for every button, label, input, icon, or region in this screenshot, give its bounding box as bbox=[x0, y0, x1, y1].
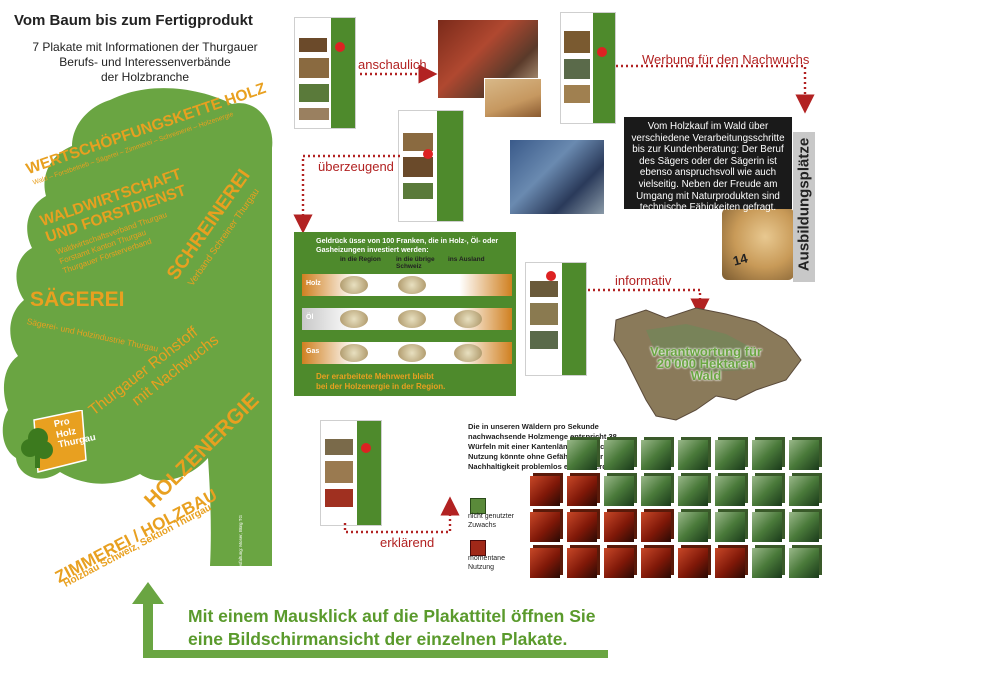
cube-red bbox=[567, 512, 597, 542]
label-anschaulich: anschaulich bbox=[358, 57, 427, 72]
cube-green bbox=[604, 476, 634, 506]
cube-red bbox=[530, 476, 560, 506]
cube-green bbox=[752, 548, 782, 578]
geld-col-region: in die Region bbox=[340, 256, 381, 263]
wood-tool-photo bbox=[484, 78, 542, 118]
bottom-instruction: Mit einem Mausklick auf die Plakattitel … bbox=[188, 606, 596, 649]
geld-panel-footer: Der erarbeitete Mehrwert bleibt bei der … bbox=[316, 372, 446, 391]
coin-pile bbox=[454, 344, 482, 362]
legend-green-cube bbox=[470, 498, 486, 514]
cube-grid bbox=[530, 440, 830, 590]
coin-pile bbox=[340, 344, 368, 362]
coin-pile bbox=[340, 276, 368, 294]
cube-red bbox=[641, 548, 671, 578]
coin-pile bbox=[398, 344, 426, 362]
cube-green bbox=[678, 476, 708, 506]
legend-red-text: momentane Nutzung bbox=[468, 555, 505, 571]
page-subtitle: 7 Plakate mit Informationen der Thurgaue… bbox=[32, 40, 258, 84]
poster-thumb-4[interactable] bbox=[525, 262, 587, 376]
tree-title-saegerei[interactable]: SÄGEREI bbox=[30, 288, 125, 311]
cubes-info-text: Die in unseren Wäldern pro Sekunde nachw… bbox=[468, 422, 627, 471]
cube-red bbox=[567, 476, 597, 506]
cube-red bbox=[604, 512, 634, 542]
cube-green bbox=[752, 476, 782, 506]
cube-green bbox=[789, 476, 819, 506]
ausbildung-label-box: Ausbildungsplätze bbox=[793, 132, 815, 282]
coin-pile bbox=[398, 276, 426, 294]
cube-red bbox=[715, 548, 745, 578]
legend-red-cube bbox=[470, 540, 486, 556]
thurgau-map bbox=[613, 307, 802, 421]
label-informativ: informativ bbox=[615, 273, 672, 288]
pro-holz-thurgau-logo: Pro Holz Thurgau bbox=[16, 410, 97, 474]
cube-green bbox=[678, 512, 708, 542]
legend-green-text: nicht genutzter Zuwachs bbox=[468, 513, 514, 529]
coin-pile bbox=[340, 310, 368, 328]
cube-green bbox=[715, 476, 745, 506]
coin-pile bbox=[454, 310, 482, 328]
cube-green bbox=[641, 440, 671, 470]
map-text: Verantwortung für 20'000 Hektaren Wald bbox=[650, 344, 762, 383]
label-werbung: Werbung für den Nachwuchs bbox=[642, 52, 810, 67]
cube-green bbox=[715, 512, 745, 542]
page-title: Vom Baum bis zum Fertigprodukt bbox=[14, 12, 253, 29]
geld-panel: Geldrück üsse von 100 Franken, die in Ho… bbox=[294, 232, 516, 396]
cube-green bbox=[604, 440, 634, 470]
cube-green bbox=[789, 512, 819, 542]
cube-green bbox=[752, 512, 782, 542]
geld-panel-header: Geldrück üsse von 100 Franken, die in Ho… bbox=[316, 236, 499, 254]
cube-red bbox=[604, 548, 634, 578]
poster-thumb-3[interactable] bbox=[398, 110, 464, 222]
label-ueberzeugend: überzeugend bbox=[318, 159, 394, 174]
poster-thumb-2[interactable] bbox=[560, 12, 616, 124]
cube-green bbox=[715, 440, 745, 470]
cube-green bbox=[752, 440, 782, 470]
cube-green bbox=[789, 440, 819, 470]
label-erklaerend: erklärend bbox=[380, 535, 435, 550]
cube-green bbox=[789, 548, 819, 578]
bottom-arrow bbox=[132, 582, 608, 658]
coin-pile bbox=[398, 310, 426, 328]
cube-red bbox=[530, 548, 560, 578]
cube-red bbox=[530, 512, 560, 542]
cube-green bbox=[678, 440, 708, 470]
logo-tree-icon bbox=[21, 410, 87, 473]
poster-thumb-1[interactable] bbox=[294, 17, 356, 129]
cube-red bbox=[641, 512, 671, 542]
cube-red bbox=[678, 548, 708, 578]
geld-col-ausland: ins Ausland bbox=[448, 256, 485, 263]
info-box-saeger: Vom Holzkauf im Wald über verschiedene V… bbox=[624, 117, 792, 213]
worker-photo bbox=[510, 140, 604, 214]
cube-green bbox=[567, 440, 597, 470]
log-photo bbox=[722, 208, 794, 280]
cube-red bbox=[567, 548, 597, 578]
cube-green bbox=[641, 476, 671, 506]
geld-col-schweiz: in die übrige Schweiz bbox=[396, 256, 435, 270]
poster-thumb-5[interactable] bbox=[320, 420, 382, 526]
